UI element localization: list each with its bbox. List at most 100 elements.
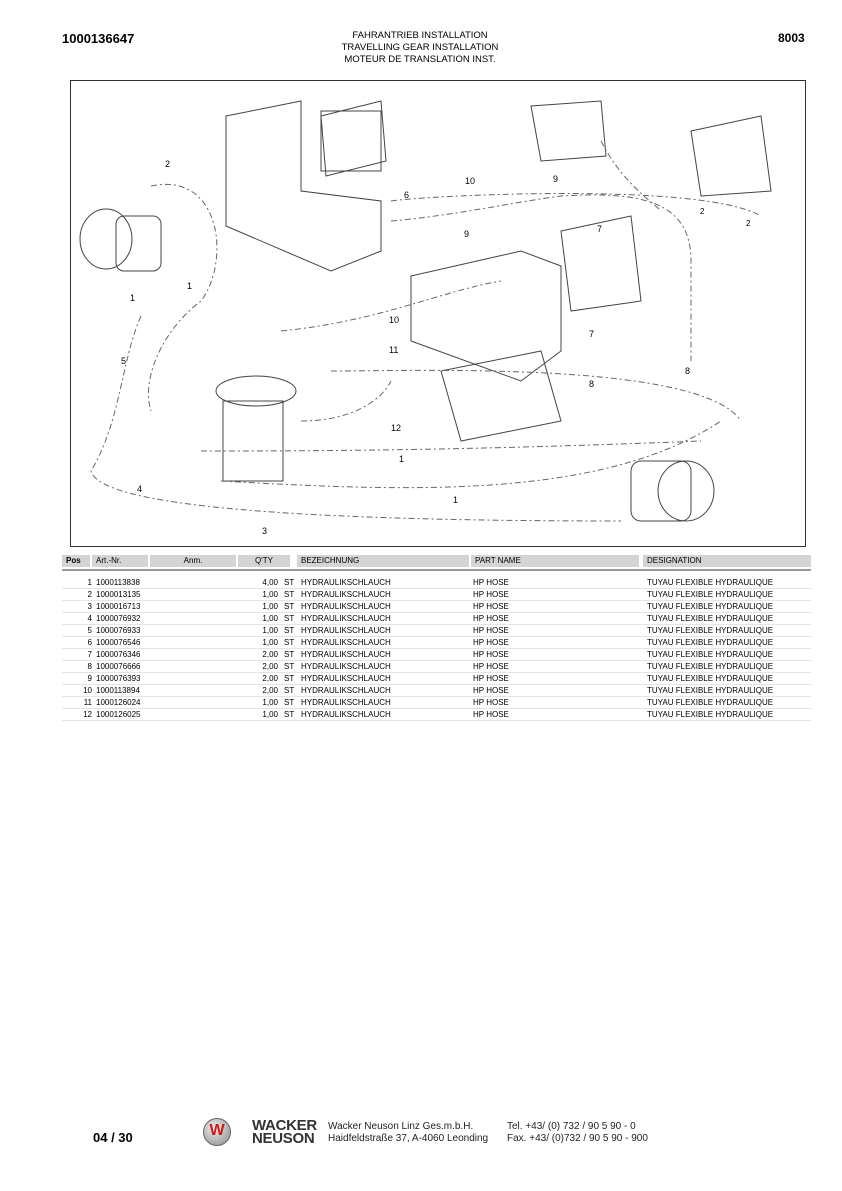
cell-unit: ST [284, 590, 295, 599]
callout-10: 10 [389, 315, 400, 325]
cell-bez: HYDRAULIKSCHLAUCH [301, 686, 391, 695]
fax: Fax. +43/ (0)732 / 90 5 90 - 900 [507, 1133, 648, 1144]
wacker-neuson-logo-icon: W [203, 1118, 231, 1146]
cell-qty: 1,00 [262, 638, 278, 647]
cell-qty: 1,00 [262, 710, 278, 719]
cell-unit: ST [284, 602, 295, 611]
col-pos: Pos [62, 555, 90, 567]
cell-part: HP HOSE [473, 614, 509, 623]
brand-line-2: NEUSON [252, 1130, 315, 1147]
callout-2: 2 [746, 219, 751, 228]
cell-des: TUYAU FLEXIBLE HYDRAULIQUE [647, 578, 774, 587]
cell-pos: 9 [87, 674, 92, 683]
cell-part: HP HOSE [473, 686, 509, 695]
brand-line-1: WACKER [252, 1117, 317, 1134]
logo-letter: W [209, 1122, 225, 1139]
phone: Tel. +43/ (0) 732 / 90 5 90 - 0 [507, 1121, 636, 1132]
cell-part: HP HOSE [473, 662, 509, 671]
cell-unit: ST [284, 626, 295, 635]
page-titles: FAHRANTRIEB INSTALLATION TRAVELLING GEAR… [300, 30, 540, 66]
diagram-drawing [79, 100, 772, 522]
cell-art: 1000113838 [96, 578, 140, 587]
company-name: Wacker Neuson Linz Ges.m.b.H. [328, 1121, 474, 1132]
title-de: FAHRANTRIEB INSTALLATION [352, 30, 488, 41]
cell-unit: ST [284, 662, 295, 671]
callout-9: 9 [553, 174, 559, 184]
callout-7: 7 [589, 329, 595, 339]
cell-des: TUYAU FLEXIBLE HYDRAULIQUE [647, 698, 774, 707]
cell-unit: ST [284, 710, 295, 719]
callout-5: 5 [121, 356, 127, 366]
page-number: 04 / 30 [93, 1130, 133, 1145]
cell-bez: HYDRAULIKSCHLAUCH [301, 602, 391, 611]
cell-pos: 1 [87, 578, 92, 587]
callout-8: 8 [685, 366, 691, 376]
cell-bez: HYDRAULIKSCHLAUCH [301, 650, 391, 659]
cell-pos: 3 [87, 602, 92, 611]
cell-qty: 2,00 [262, 662, 278, 671]
contact-info: Tel. +43/ (0) 732 / 90 5 90 - 0 Fax. +43… [507, 1121, 648, 1145]
cell-art: 1000076933 [96, 626, 141, 635]
cell-des: TUYAU FLEXIBLE HYDRAULIQUE [647, 626, 774, 635]
callout-7: 7 [597, 224, 603, 234]
cell-bez: HYDRAULIKSCHLAUCH [301, 710, 391, 719]
cell-art: 1000113894 [96, 686, 140, 695]
cell-art: 1000076346 [96, 650, 141, 659]
cell-pos: 12 [83, 710, 92, 719]
company-address: Haidfeldstraße 37, A-4060 Leonding [328, 1133, 489, 1144]
col-part-name: PART NAME [471, 555, 639, 567]
cell-qty: 2,00 [262, 686, 278, 695]
cell-art: 1000076666 [96, 662, 141, 671]
cell-art: 1000013135 [96, 590, 141, 599]
cell-unit: ST [284, 578, 295, 587]
col-bezeichnung: BEZEICHNUNG [297, 555, 469, 567]
brand-wordmark: WACKER NEUSON [252, 1117, 317, 1147]
callout-1: 1 [399, 454, 405, 464]
cell-pos: 4 [87, 614, 92, 623]
cell-pos: 7 [87, 650, 92, 659]
cell-qty: 1,00 [262, 602, 278, 611]
cell-part: HP HOSE [473, 698, 509, 707]
cell-art: 1000016713 [96, 602, 141, 611]
cell-des: TUYAU FLEXIBLE HYDRAULIQUE [647, 674, 774, 683]
cell-bez: HYDRAULIKSCHLAUCH [301, 590, 391, 599]
company-info: Wacker Neuson Linz Ges.m.b.H. Haidfeldst… [328, 1121, 488, 1145]
cell-qty: 1,00 [262, 590, 278, 599]
cell-part: HP HOSE [473, 674, 509, 683]
callout-8: 8 [589, 379, 595, 389]
cell-bez: HYDRAULIKSCHLAUCH [301, 638, 391, 647]
callout-9: 9 [464, 229, 470, 239]
cell-des: TUYAU FLEXIBLE HYDRAULIQUE [647, 662, 774, 671]
cell-qty: 1,00 [262, 614, 278, 623]
cell-unit: ST [284, 674, 295, 683]
cell-qty: 4,00 [262, 578, 278, 587]
document-number: 1000136647 [62, 31, 135, 46]
cell-unit: ST [284, 650, 295, 659]
cell-qty: 1,00 [262, 698, 278, 707]
cell-pos: 11 [83, 698, 92, 707]
cell-qty: 1,00 [262, 626, 278, 635]
cell-qty: 2,00 [262, 674, 278, 683]
cell-des: TUYAU FLEXIBLE HYDRAULIQUE [647, 602, 774, 611]
cell-unit: ST [284, 614, 295, 623]
cell-unit: ST [284, 698, 295, 707]
header-rule [62, 569, 811, 571]
cell-des: TUYAU FLEXIBLE HYDRAULIQUE [647, 686, 774, 695]
cell-art: 1000076546 [96, 638, 141, 647]
cell-bez: HYDRAULIKSCHLAUCH [301, 662, 391, 671]
cell-bez: HYDRAULIKSCHLAUCH [301, 578, 391, 587]
callout-2: 2 [700, 207, 705, 216]
cell-pos: 8 [87, 662, 92, 671]
cell-qty: 2,00 [262, 650, 278, 659]
cell-part: HP HOSE [473, 626, 509, 635]
cell-bez: HYDRAULIKSCHLAUCH [301, 614, 391, 623]
callout-11: 11 [389, 345, 399, 355]
cell-des: TUYAU FLEXIBLE HYDRAULIQUE [647, 614, 774, 623]
cell-bez: HYDRAULIKSCHLAUCH [301, 626, 391, 635]
cell-part: HP HOSE [473, 578, 509, 587]
